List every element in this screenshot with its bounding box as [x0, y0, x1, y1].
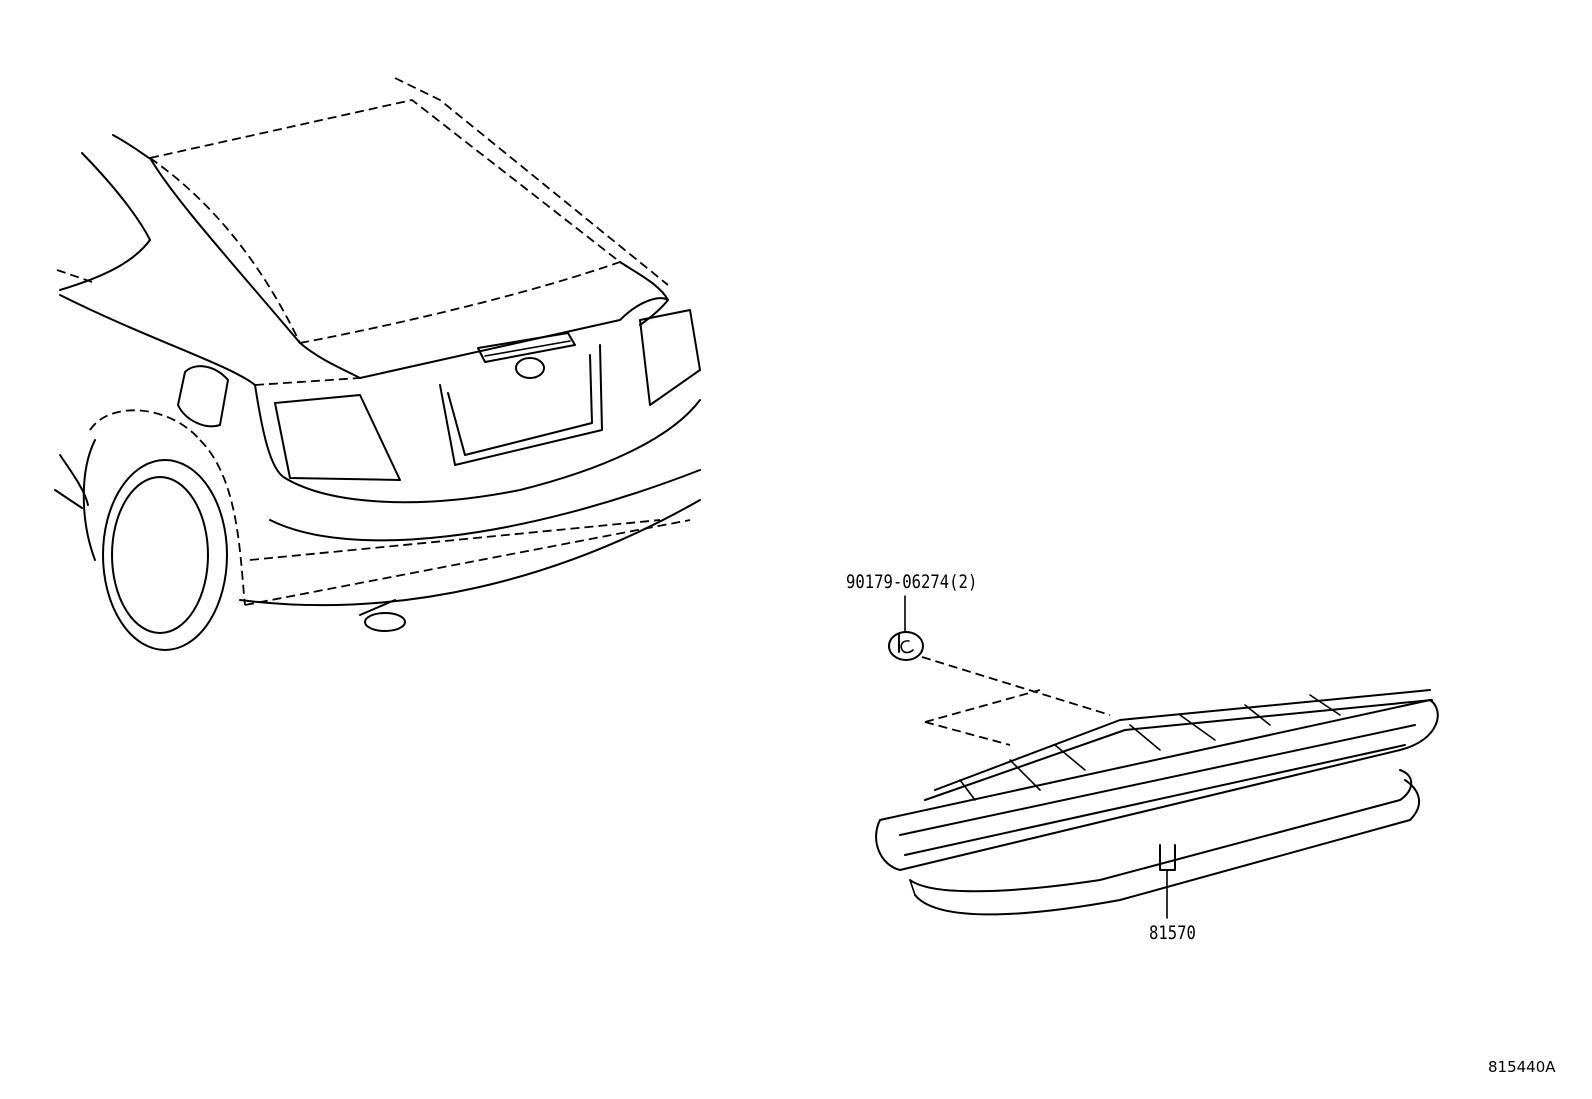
stop-lamp-assembly — [875, 656, 1439, 916]
lamp-part-number: 81570 — [1149, 922, 1196, 944]
clip-nut-icon — [888, 631, 924, 661]
figure-reference-code: 815440A — [1488, 1058, 1556, 1076]
vehicle-illustration — [54, 77, 701, 651]
nut-part-number: 90179-06274(2) — [846, 571, 978, 593]
